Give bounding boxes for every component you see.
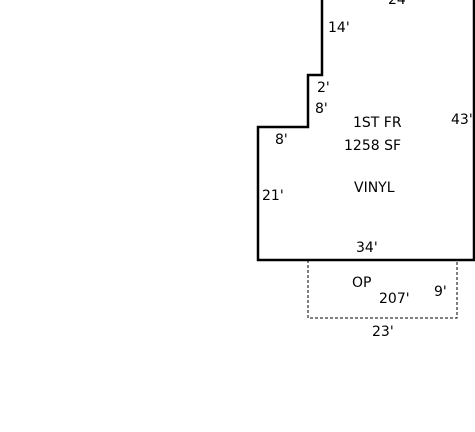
- porch-height: 9': [434, 284, 447, 300]
- main-area-square-feet: 1258 SF: [344, 138, 401, 154]
- dimension-right-wall: 43': [451, 112, 473, 128]
- porch-label: OP: [352, 275, 371, 291]
- dimension-left-step: 8': [275, 132, 288, 148]
- open-porch-outline: [307, 260, 458, 319]
- dimension-upper-right-wall: 14': [328, 20, 350, 36]
- dimension-step-height: 8': [315, 101, 328, 117]
- main-area-label: 1ST FR: [353, 115, 402, 131]
- dimension-step-width: 2': [317, 80, 330, 96]
- dimension-bottom-wall: 34': [356, 240, 378, 256]
- porch-width: 23': [372, 324, 394, 340]
- main-area-material: VINYL: [354, 180, 395, 196]
- porch-area: 207': [379, 291, 410, 307]
- dimension-left-wall: 21': [262, 188, 284, 204]
- dimension-top-partial: 24': [388, 0, 410, 8]
- main-building-outline: [256, 0, 475, 262]
